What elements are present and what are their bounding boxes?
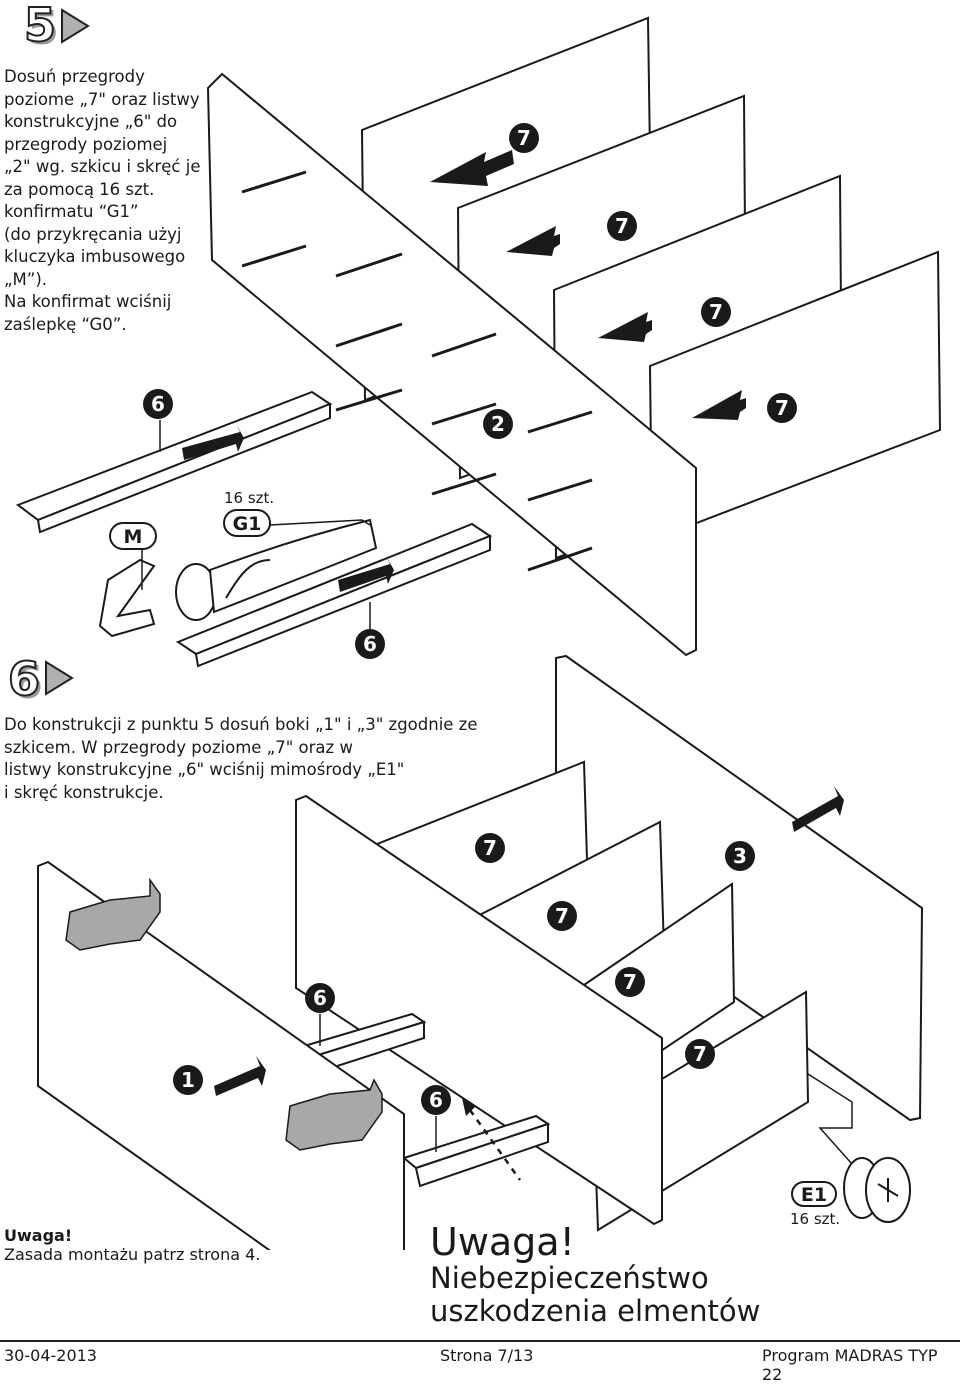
note-title: Uwaga! xyxy=(4,1226,73,1245)
step-6-drawing: 7 3 7 7 6 7 1 6 E1 16 szt. xyxy=(37,654,924,1250)
step-5-line: Dosuń przegrody xyxy=(4,67,145,86)
step-5-line: Na konfirmat wciśnij xyxy=(4,292,172,311)
label-part-7: 7 xyxy=(623,970,637,994)
label-part-7: 7 xyxy=(555,904,569,928)
label-screw-g1: G1 xyxy=(233,513,262,535)
footer-program: Program MADRAS TYP 22 xyxy=(762,1346,938,1384)
label-part-7: 7 xyxy=(517,126,531,150)
label-tool-m: M xyxy=(124,526,143,548)
step-5-arrow-icon xyxy=(61,8,90,44)
step-6-line: szkicem. W przegrody poziome „7" oraz w xyxy=(4,737,353,757)
warning-line-1: Niebezpieczeństwo xyxy=(430,1261,709,1295)
label-part-3: 3 xyxy=(733,844,747,868)
step-6-instructions: Do konstrukcji z punktu 5 dosuń boki „1"… xyxy=(4,714,534,804)
note-text: Zasada montażu patrz strona 4. xyxy=(4,1245,261,1264)
step-5-line: (do przykręcania użyj xyxy=(4,224,182,244)
label-part-6: 6 xyxy=(313,986,327,1010)
label-part-2: 2 xyxy=(491,412,505,436)
step-5-line: przegrody poziomej xyxy=(4,134,168,154)
step-6-number: 6 xyxy=(7,652,41,706)
label-part-6: 6 xyxy=(429,1088,443,1112)
step-5-drawing: 7 7 7 7 6 2 6 M G1 16 szt. xyxy=(15,16,942,668)
label-part-7: 7 xyxy=(693,1042,707,1066)
warning-line-2: uszkodzenia elmentów xyxy=(430,1294,761,1328)
footer-page: Strona 7/13 xyxy=(440,1346,534,1365)
label-cam-e1: E1 xyxy=(801,1184,827,1206)
label-part-6: 6 xyxy=(363,632,377,656)
step-6-line: listwy konstrukcyjne „6" wciśnij mimośro… xyxy=(4,760,405,779)
step-5-line: kluczyka imbusowego xyxy=(4,247,186,266)
step-5-line: „M”). xyxy=(4,269,48,289)
footer-date: 30-04-2013 xyxy=(4,1346,97,1365)
step-6-line: Do konstrukcji z punktu 5 dosuń boki „1"… xyxy=(4,715,478,734)
footer-divider xyxy=(0,1340,960,1342)
step-6-line: i skręć konstrukcje. xyxy=(4,782,164,802)
label-qty: 16 szt. xyxy=(224,489,274,507)
step-5-number: 5 xyxy=(23,0,57,52)
step-5-instructions: Dosuń przegrody poziome „7" oraz listwy … xyxy=(4,66,209,336)
step-5-line: „2" wg. szkicu i skręć je xyxy=(4,157,201,176)
warning-title: Uwaga! xyxy=(430,1220,575,1264)
label-part-7: 7 xyxy=(775,396,789,420)
step-5-line: zaślepkę “G0”. xyxy=(4,314,127,334)
damage-warning: Uwaga! Niebezpieczeństwo uszkodzenia elm… xyxy=(430,1222,810,1328)
step-5-line: konstrukcyjne „6" do xyxy=(4,112,178,131)
label-part-7: 7 xyxy=(709,300,723,324)
label-part-1: 1 xyxy=(181,1068,195,1092)
step-5-line: konfirmatu “G1” xyxy=(4,202,139,221)
step-6-arrow-icon xyxy=(45,660,74,696)
label-part-7: 7 xyxy=(483,836,497,860)
label-part-7: 7 xyxy=(615,214,629,238)
label-part-6: 6 xyxy=(151,392,165,416)
label-qty: 16 szt. xyxy=(790,1210,840,1228)
step-5-line: poziome „7" oraz listwy xyxy=(4,89,200,109)
step-5-line: za pomocą 16 szt. xyxy=(4,179,155,199)
assembly-note: Uwaga! Zasada montażu patrz strona 4. xyxy=(4,1226,304,1264)
